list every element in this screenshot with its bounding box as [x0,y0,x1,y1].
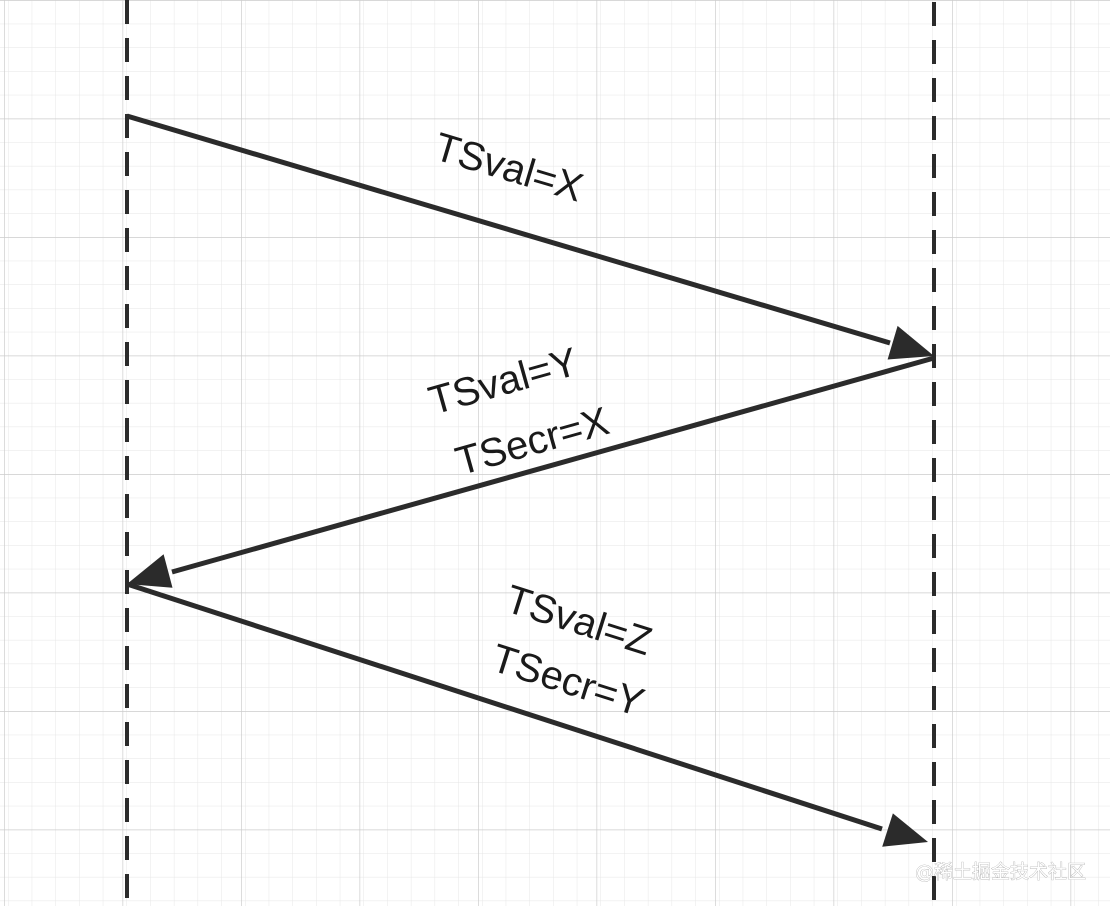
watermark-text: @稀土掘金技术社区 [915,861,1086,883]
message-1-arrowhead [887,325,934,360]
message-3-arrowhead [882,813,928,847]
message-2-arrowhead [127,554,173,588]
message-2-line [171,355,935,575]
message-3-line [126,581,883,832]
message-1-line [126,113,891,346]
